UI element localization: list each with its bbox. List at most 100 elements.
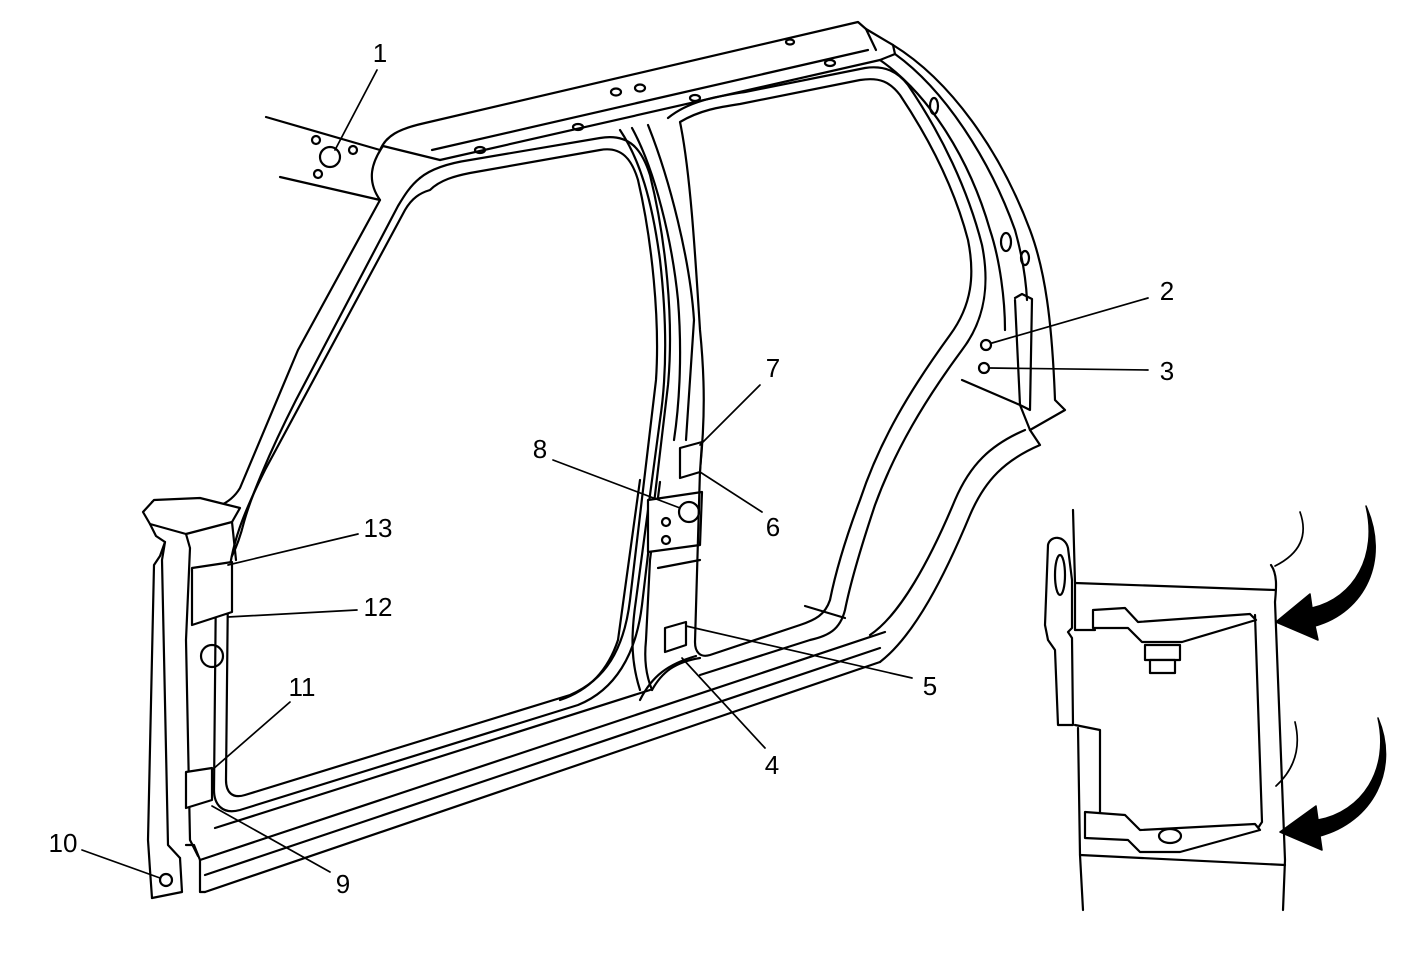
b-pillar-line	[630, 126, 682, 442]
roof-hole	[633, 83, 647, 93]
roof-hole-small	[310, 134, 322, 146]
callout-2: 2	[1160, 276, 1174, 306]
windshield-header-line-lower	[278, 175, 382, 202]
inset-right-inner-edge	[1253, 613, 1264, 830]
leader-line-6	[699, 471, 763, 513]
windshield-header-edge	[381, 144, 442, 162]
quarter-hole	[1019, 249, 1031, 267]
rear-door-opening	[678, 78, 973, 657]
arrow-upper-icon	[1275, 505, 1376, 641]
b-pillar-hole	[677, 500, 701, 524]
callout-12: 12	[364, 592, 393, 622]
quarter-hole-upper	[979, 338, 993, 352]
leader-line-11	[211, 701, 291, 771]
callout-3: 3	[1160, 356, 1174, 386]
sill-front-end	[198, 858, 207, 894]
roof-hole	[571, 122, 585, 132]
callout-10: 10	[49, 828, 78, 858]
inset-bolt-shank	[1148, 658, 1177, 675]
callout-9: 9	[336, 869, 350, 899]
inset-swoosh-lower	[1275, 721, 1299, 787]
roof-hole	[473, 145, 487, 155]
patch-lower-hinge	[184, 766, 214, 810]
roof-hole	[823, 58, 837, 68]
rear-wheel-arch-lower	[878, 428, 1042, 664]
hinge-pillar-notch	[184, 843, 202, 862]
hinge-pillar-top-cap	[141, 496, 242, 536]
hinge-pillar-outer	[146, 522, 167, 900]
body-side-frame	[141, 20, 1067, 900]
patch-b-pillar-lower	[663, 620, 688, 654]
patch-b-pillar-upper	[678, 440, 704, 480]
hinge-pillar-bottom-hole	[158, 872, 174, 888]
leader-line-1	[334, 69, 378, 151]
inset-swoosh-upper	[1274, 511, 1305, 567]
roof-rail-outer	[378, 20, 897, 152]
inset-lower-hole	[1157, 827, 1183, 845]
b-pillar-base-flare-outer	[638, 654, 698, 702]
roof-hole	[688, 93, 702, 103]
sill-top-front	[213, 688, 652, 830]
roof-rail-mid	[430, 48, 870, 152]
quarter-flange-tab	[1013, 292, 1034, 412]
b-pillar-base-flare	[650, 656, 702, 692]
quarter-outer-edge	[891, 43, 1067, 432]
callout-5: 5	[923, 671, 937, 701]
inset-left-upper-edge	[1071, 508, 1097, 632]
roof-hole-small	[347, 144, 359, 156]
inset-left-lower-edge	[1073, 723, 1102, 814]
b-pillar-step	[656, 558, 702, 570]
callout-labels: 1 2 3 4 5 6 7 8 9 10 11 12 13	[49, 38, 1175, 899]
roof-hole-small	[312, 168, 324, 180]
sill-line-1	[198, 630, 887, 862]
inset-bolt-head	[1143, 643, 1182, 662]
inset-bottom-edge	[1078, 853, 1287, 867]
inset-lower-shelf	[1083, 810, 1262, 854]
leader-line-5	[685, 625, 913, 679]
patch-upper-hinge	[190, 560, 234, 627]
hinge-pillar-door-edge	[230, 520, 238, 562]
front-door-opening-flange	[212, 136, 672, 813]
callout-1: 1	[373, 38, 387, 68]
b-pillar-front-edge	[618, 128, 667, 692]
hinge-pillar-base	[150, 856, 184, 900]
b-pillar-rear-edge	[646, 123, 696, 442]
roof-hole	[784, 38, 796, 46]
hinge-pillar-line	[160, 540, 182, 860]
b-pillar-hinge-plate	[646, 490, 704, 554]
quarter-inner-edge	[878, 58, 1007, 332]
windshield-header-line-upper	[264, 115, 382, 152]
roof-rail-holes	[473, 38, 837, 155]
leader-line-9	[211, 805, 331, 873]
b-pillar-small-hole	[660, 516, 672, 528]
quarter-hole-lower	[977, 361, 991, 375]
rear-door-sill-step	[803, 604, 847, 620]
sill-line-2	[203, 646, 882, 877]
inset-bracket-slot	[1053, 553, 1067, 597]
inset-hinge-bracket	[1043, 536, 1075, 727]
callout-4: 4	[765, 750, 779, 780]
leader-line-3	[989, 367, 1149, 371]
roof-hole	[609, 87, 623, 97]
patches	[184, 440, 704, 810]
leader-line-12	[227, 609, 358, 618]
leader-line-8	[552, 459, 681, 509]
leader-line-7	[699, 384, 761, 446]
rear-door-opening-flange	[666, 66, 987, 677]
callout-11: 11	[289, 672, 316, 702]
leader-line-13	[227, 533, 359, 566]
roof-hole-large	[318, 145, 342, 169]
inset-upper-shelf	[1091, 606, 1258, 644]
quarter-lower-edge	[960, 378, 1032, 432]
hinge-pillar-hole	[199, 643, 225, 669]
quarter-hole	[999, 231, 1013, 253]
inset-right-outer-edge	[1269, 563, 1287, 912]
arrow-lower-icon	[1279, 717, 1387, 851]
rear-wheel-arch-upper	[868, 428, 1027, 637]
inset-top-edge	[1073, 581, 1277, 592]
leader-line-2	[991, 297, 1149, 344]
a-pillar-inner	[230, 176, 422, 558]
callout-13: 13	[364, 513, 393, 543]
detail-inset	[1043, 505, 1387, 912]
